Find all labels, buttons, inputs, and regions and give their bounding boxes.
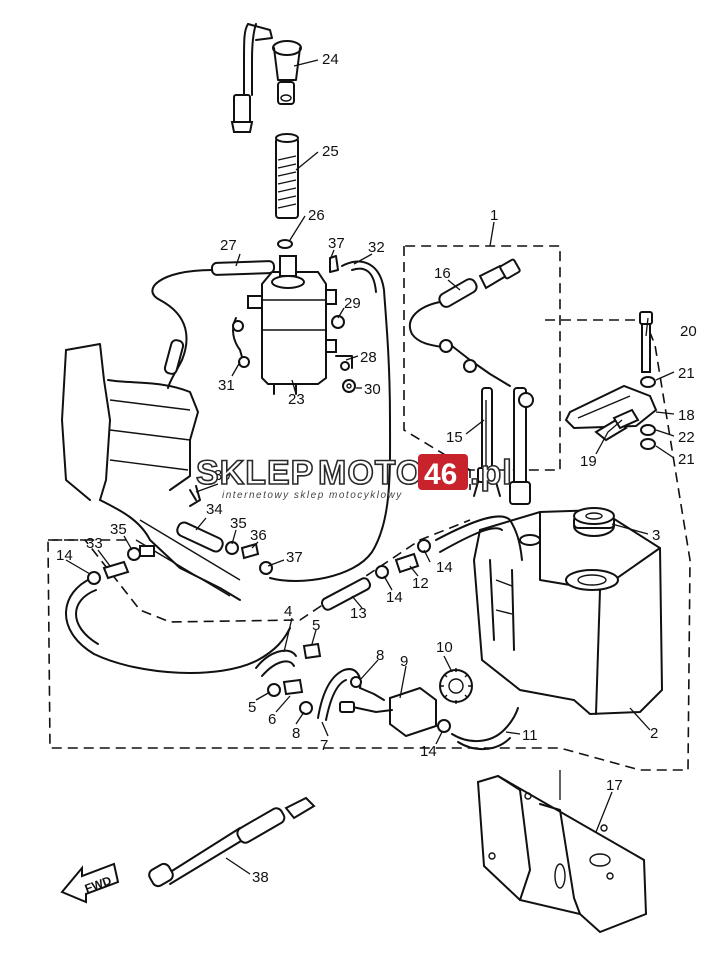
mounting-plate-17 <box>476 774 648 934</box>
callout-6: 6 <box>268 711 276 728</box>
callout-34: 34 <box>206 501 223 518</box>
nut-21-bottom <box>640 438 656 450</box>
callout-8-upper: 8 <box>376 647 384 664</box>
forward-direction-arrow: FWD <box>60 862 120 904</box>
callout-numbers: 24 25 26 27 37 32 29 28 30 31 23 1 16 15… <box>56 51 697 886</box>
callout-9: 9 <box>400 653 408 670</box>
hose-4 <box>255 649 297 677</box>
callout-29: 29 <box>344 295 361 312</box>
sub-tank-23 <box>247 255 337 395</box>
watermark-number: 46 <box>424 458 457 491</box>
callout-27: 27 <box>220 237 237 254</box>
fitting-37-lower <box>259 561 273 575</box>
clip-37-top <box>329 255 339 273</box>
callout-21-top: 21 <box>678 365 695 382</box>
vent-hose-32 <box>269 260 392 582</box>
collar-29 <box>331 315 345 329</box>
callout-18: 18 <box>678 407 695 424</box>
clip-5-6 <box>267 678 304 697</box>
extension-hose-38 <box>148 796 316 888</box>
callout-5-lower: 5 <box>248 699 256 716</box>
fitting-35-36 <box>225 541 260 560</box>
callout-12: 12 <box>412 575 429 592</box>
washer-22 <box>640 424 656 436</box>
callout-37-top: 37 <box>328 235 345 252</box>
callout-22: 22 <box>678 429 695 446</box>
callout-4: 4 <box>284 603 292 620</box>
callout-15: 15 <box>446 429 463 446</box>
group-outline-engine-oil <box>48 519 471 623</box>
hose-11 <box>451 707 519 750</box>
callout-30: 30 <box>364 381 381 398</box>
callout-36: 36 <box>250 527 267 544</box>
callout-35-left: 35 <box>110 521 127 538</box>
callout-21-bottom: 21 <box>678 451 695 468</box>
callout-17: 17 <box>606 777 623 794</box>
watermark-tagline: internetowy sklep motocyklowy <box>222 490 403 501</box>
clamp-31 <box>232 317 250 368</box>
washer-30 <box>342 379 356 393</box>
clip-33-14 <box>87 560 130 585</box>
callout-leaders <box>65 59 675 875</box>
callout-35-right: 35 <box>230 515 247 532</box>
watermark-word-left: SKLEP <box>196 454 314 492</box>
callout-14-left: 14 <box>56 547 73 564</box>
oil-pump-9 <box>339 676 437 738</box>
callout-14-bottom: 14 <box>420 743 437 760</box>
fittings-35-left <box>127 545 155 561</box>
callout-33: 33 <box>86 535 103 552</box>
callout-38: 38 <box>252 869 269 886</box>
callout-28: 28 <box>360 349 377 366</box>
callout-2: 2 <box>650 725 658 742</box>
callout-32: 32 <box>368 239 385 256</box>
callout-37-lower: 37 <box>286 549 303 566</box>
callout-14-mid: 14 <box>386 589 403 606</box>
callout-1: 1 <box>490 207 498 224</box>
callout-5-upper: 5 <box>312 617 320 634</box>
callout-20: 20 <box>680 323 697 340</box>
hose-13 <box>320 577 372 611</box>
callout-13: 13 <box>350 605 367 622</box>
callout-23: 23 <box>288 391 305 408</box>
callout-26: 26 <box>308 207 325 224</box>
callout-25: 25 <box>322 143 339 160</box>
filler-pipe-25 <box>275 133 299 219</box>
watermark-word-mid: MOTO <box>318 454 423 492</box>
bolt-20 <box>639 311 653 373</box>
callout-10: 10 <box>436 639 453 656</box>
o-ring-26 <box>277 239 293 249</box>
bracket-18 <box>564 384 658 430</box>
hose-27 <box>151 260 276 389</box>
supply-hose-tank <box>435 515 523 561</box>
callout-8-lower: 8 <box>292 725 300 742</box>
oil-tank-cap-3 <box>573 507 615 537</box>
nut-21-top <box>640 376 656 388</box>
level-sensor-16 <box>409 258 521 387</box>
oil-tank-2 <box>472 508 664 716</box>
callout-16: 16 <box>434 265 451 282</box>
callout-14-right: 14 <box>436 559 453 576</box>
hose-loop-left <box>65 577 291 674</box>
callout-11: 11 <box>522 727 538 744</box>
watermark-suffix: .pl <box>470 454 513 492</box>
hose-34 <box>176 485 224 553</box>
callout-3: 3 <box>652 527 660 544</box>
watermark-number-badge <box>418 454 468 490</box>
fitting-8-lower <box>299 701 313 715</box>
callout-7: 7 <box>320 737 328 754</box>
shop-watermark: SKLEP MOTO 46 .pl internetowy sklep moto… <box>195 453 513 501</box>
callout-31: 31 <box>218 377 235 394</box>
callout-19: 19 <box>580 453 597 470</box>
callout-24: 24 <box>322 51 339 68</box>
clip-28 <box>335 355 353 371</box>
callout-39: 39 <box>214 467 231 484</box>
fitting-5-upper <box>302 642 322 660</box>
level-sensor-15 <box>463 359 541 546</box>
gear-10 <box>439 668 473 704</box>
filler-hose-24 <box>230 23 302 133</box>
clip-14-lower <box>437 719 451 733</box>
fittings-12-14 <box>375 539 431 579</box>
